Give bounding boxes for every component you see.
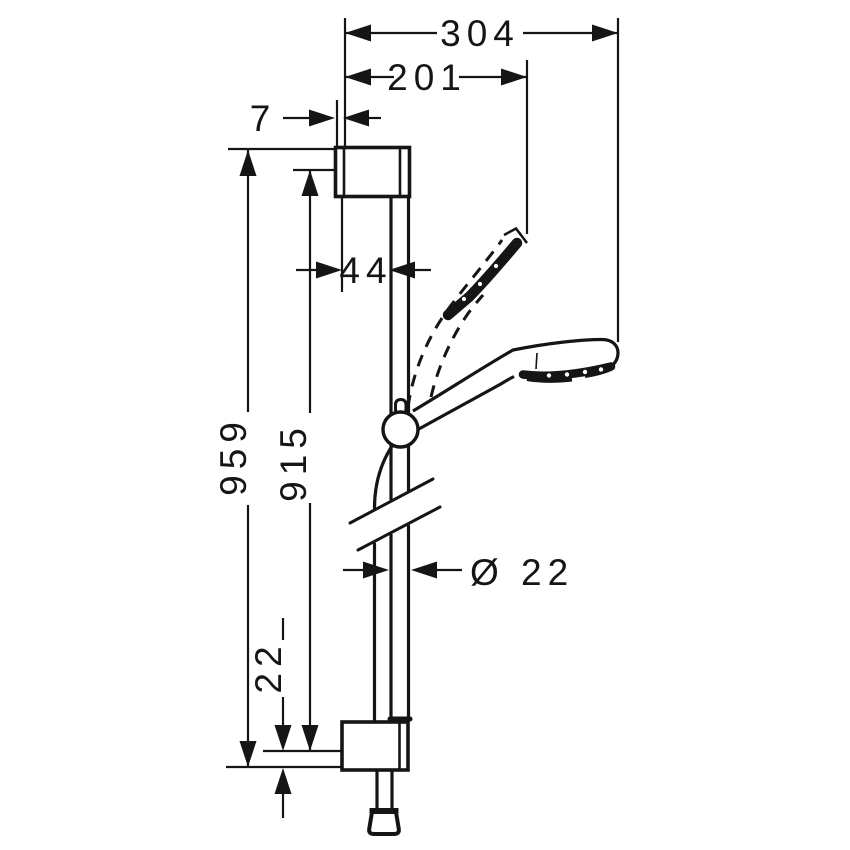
arrowhead-right-icon (592, 24, 618, 42)
dim-44-label: 44 (339, 250, 392, 291)
arrowhead-up-icon (274, 768, 292, 794)
dimension-22-bottom: 22 (248, 618, 292, 818)
spray-nozzle-dot (461, 296, 467, 302)
dashed-head-tip (503, 226, 529, 244)
arrowhead-down-icon (274, 725, 292, 751)
pipe-break-marks (348, 477, 442, 552)
dim-22-label: 22 (248, 640, 289, 693)
spray-nozzle-dot (598, 367, 604, 372)
dimension-915: 915 (273, 170, 319, 751)
extension-lines (226, 18, 620, 769)
top-wall-bracket (333, 145, 412, 199)
dimension-201: 201 (345, 57, 527, 98)
slider-ball (381, 410, 420, 449)
dimension-44: 44 (296, 250, 431, 291)
spray-nozzle-dot (546, 373, 552, 378)
arrowhead-down-icon (301, 725, 319, 751)
dashed-handle-outline (406, 239, 504, 408)
dashed-head-spray-face (442, 237, 523, 321)
arrowhead-up-icon (239, 150, 257, 176)
spray-nozzle-dot (493, 263, 499, 269)
handle-lower-outline (416, 375, 515, 432)
shower-hose (372, 444, 394, 812)
spray-mode-button (535, 352, 538, 370)
arrowhead-left-icon (345, 24, 371, 42)
dim-915-label: 915 (273, 422, 314, 502)
spray-nozzle-dot (582, 369, 588, 375)
arrowhead-right-icon (309, 109, 335, 127)
arrowhead-left-icon (411, 561, 437, 579)
shower-rail-set (333, 145, 620, 836)
spray-face-texture (526, 377, 573, 383)
slide-bar (387, 195, 413, 722)
dimension-304: 304 (345, 13, 618, 54)
handle-and-head-outline (412, 337, 620, 413)
dashed-handle-outline (429, 294, 485, 398)
hose-end-fitting (367, 808, 401, 836)
arrowhead-left-icon (389, 261, 415, 279)
dimension-diameter-22: Ø 22 (343, 552, 574, 593)
dim-diameter-label: Ø 22 (470, 552, 574, 593)
hose-curve-upper (372, 444, 394, 510)
spray-face-texture (584, 367, 612, 378)
dim-304-label: 304 (440, 13, 520, 54)
hand-shower-dashed-position (406, 226, 529, 408)
hand-shower-solid (412, 337, 620, 432)
dim-959-label: 959 (213, 416, 254, 496)
dimension-7: 7 (250, 98, 381, 139)
break-line (348, 477, 435, 525)
fitting-cone (367, 810, 401, 836)
slider-holder (381, 397, 420, 449)
dimension-959: 959 (213, 150, 257, 767)
spray-nozzle-dot (564, 372, 570, 377)
arrowhead-down-icon (239, 741, 257, 767)
dim-201-label: 201 (387, 57, 467, 98)
bottom-wall-bracket (340, 720, 410, 772)
break-line (356, 505, 442, 552)
wall-brackets (333, 145, 412, 772)
dim-7-label: 7 (250, 98, 277, 139)
arrowhead-up-icon (301, 170, 319, 196)
arrowhead-right-icon (501, 68, 527, 86)
arrowhead-right-icon (316, 261, 342, 279)
spray-nozzle-dot (477, 281, 483, 287)
arrowhead-left-icon (343, 109, 369, 127)
arrowhead-left-icon (345, 68, 371, 86)
spray-face-texture (492, 250, 514, 274)
